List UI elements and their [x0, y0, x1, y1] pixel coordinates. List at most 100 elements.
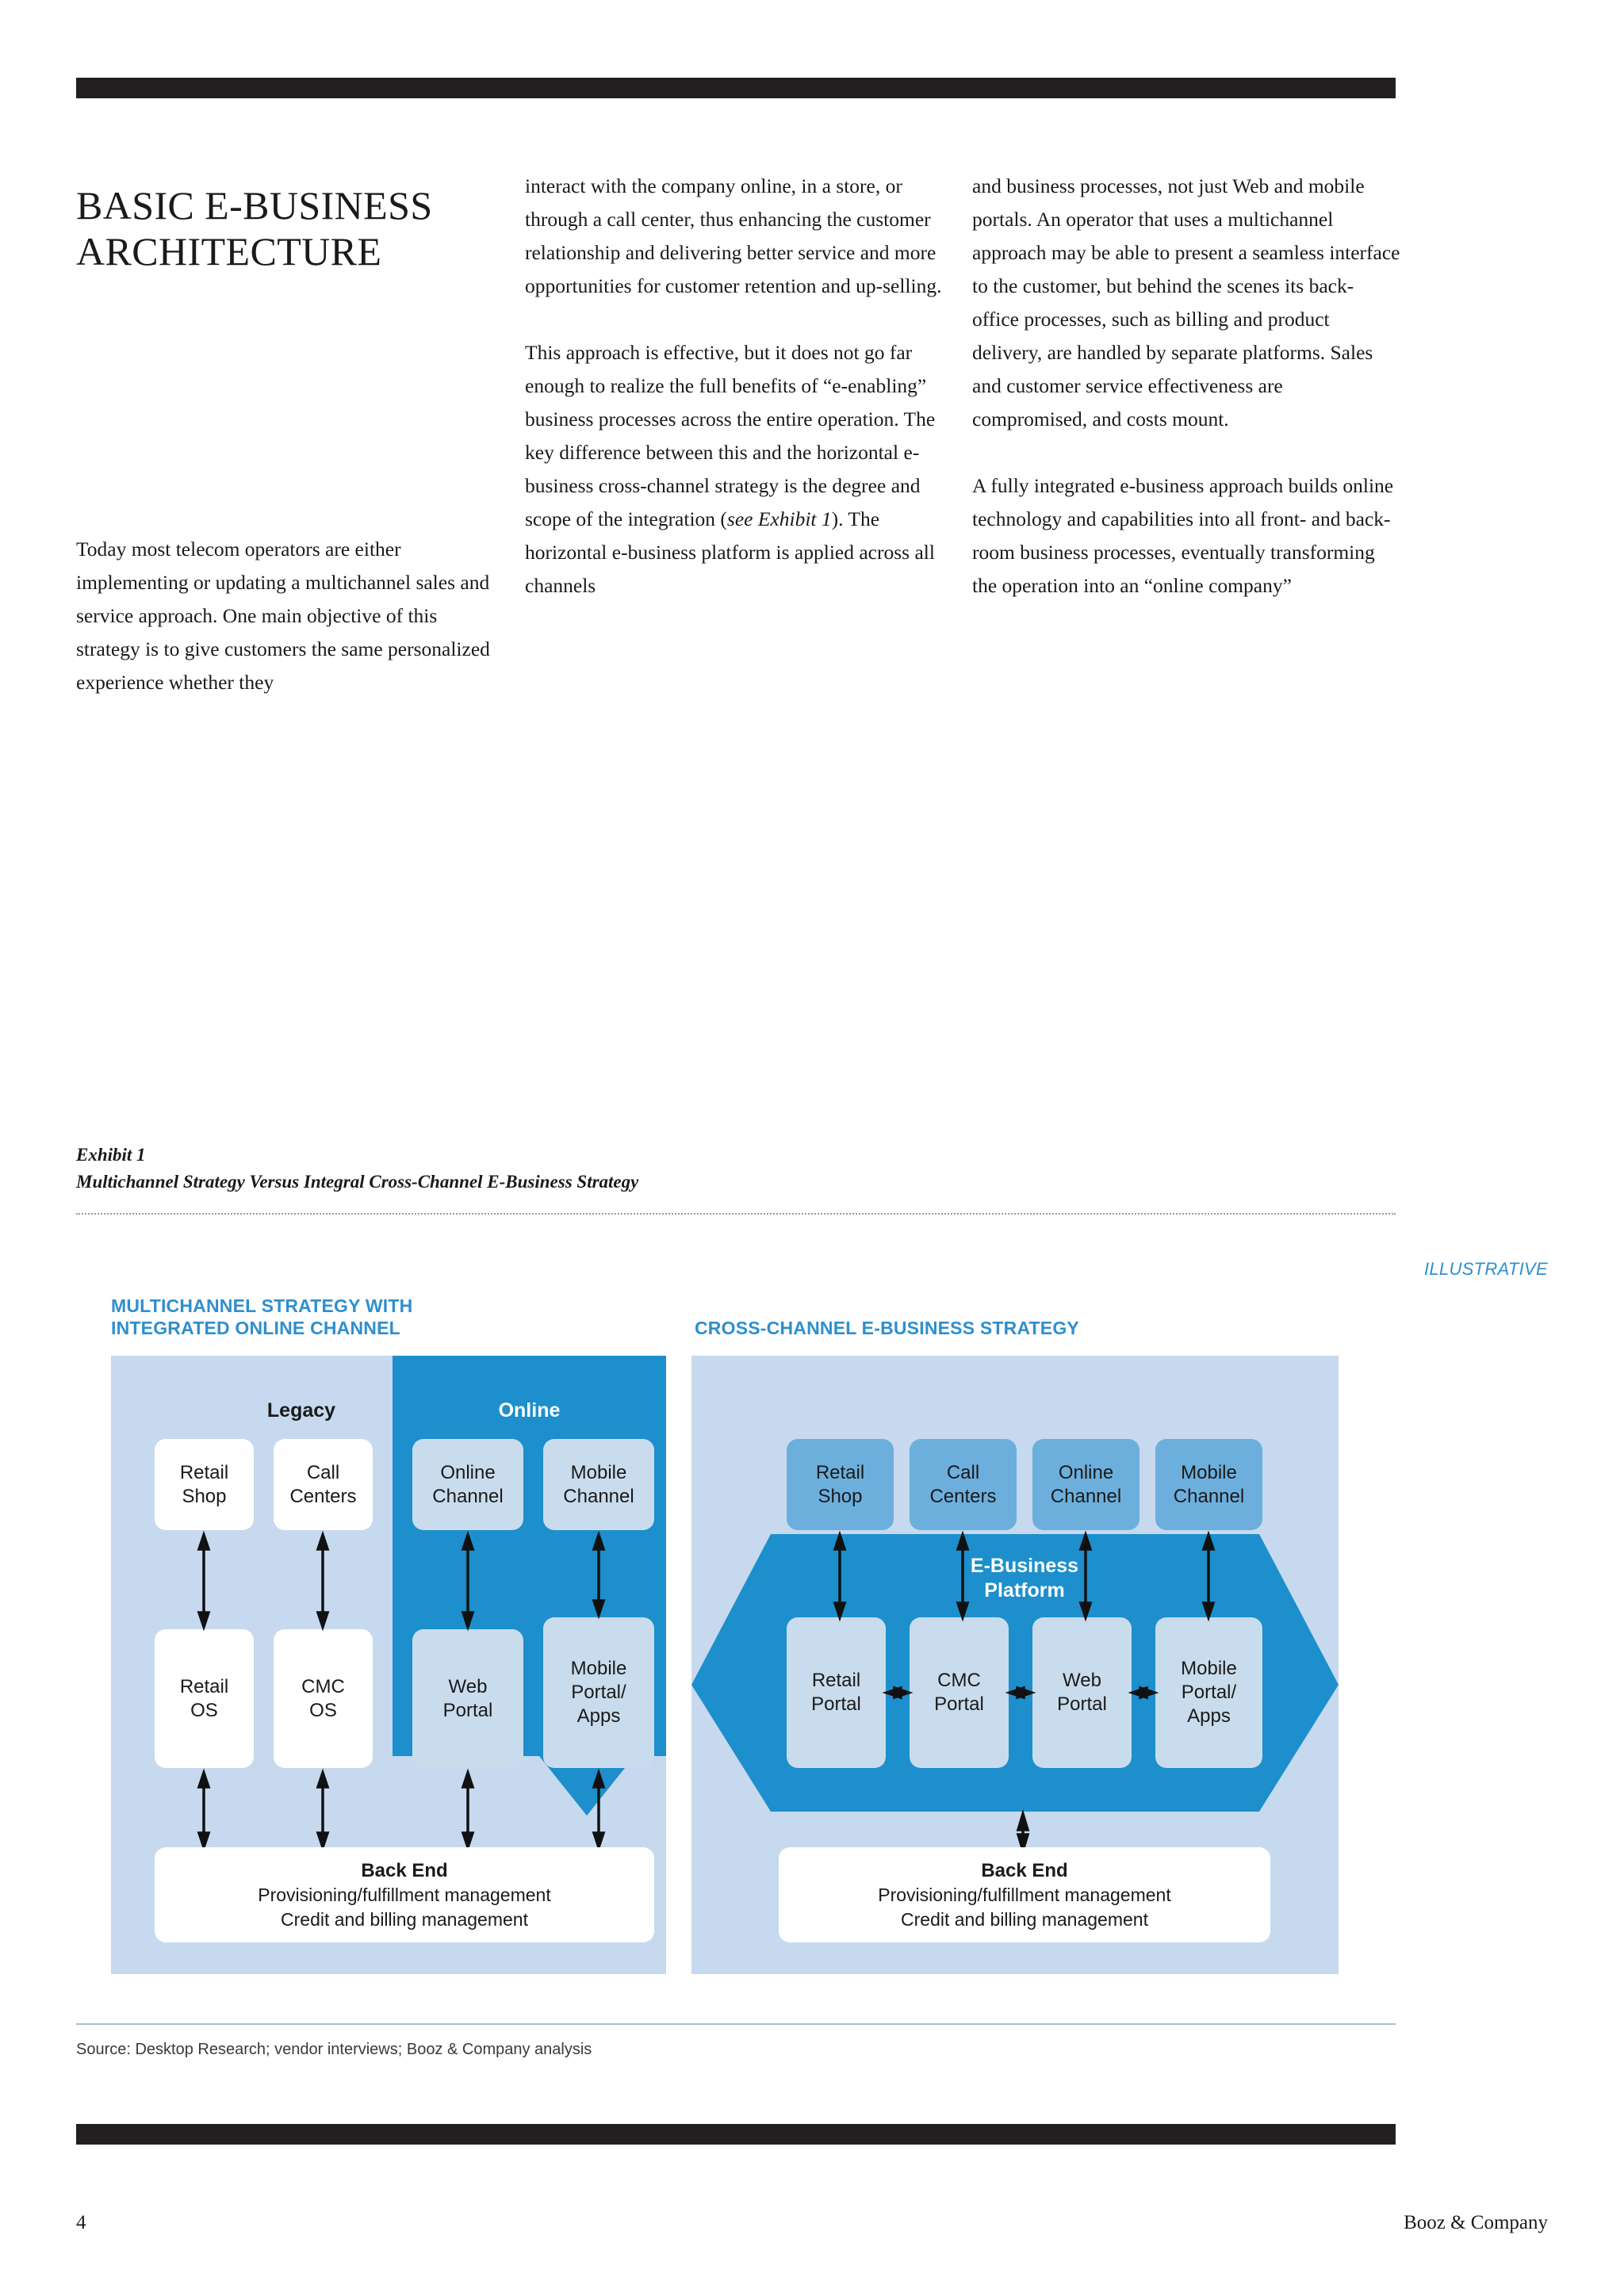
box-line-1: Retail: [815, 1461, 865, 1483]
box-back-end[interactable]: Back End Provisioning/fulfillment manage…: [779, 1847, 1270, 1942]
box-line-2: Shop: [182, 1485, 227, 1507]
box-line-2: Portal: [1057, 1693, 1107, 1715]
group-label-online: Online: [498, 1399, 561, 1422]
box-label: Web Portal: [1057, 1669, 1107, 1716]
box-label: CMC Portal: [934, 1669, 984, 1716]
box-retail-shop[interactable]: Retail Shop: [787, 1439, 894, 1530]
box-mobile-portal-apps[interactable]: Mobile Portal/ Apps: [1155, 1617, 1262, 1768]
platform-line-1: E-Business: [970, 1555, 1079, 1577]
box-line-1: Retail: [179, 1675, 229, 1697]
box-line-1: Retail: [811, 1670, 861, 1691]
box-line-1: Online: [440, 1461, 496, 1483]
box-label: Retail Portal: [811, 1669, 861, 1716]
box-line-1: Mobile: [1181, 1658, 1237, 1679]
box-line-2: OS: [190, 1699, 218, 1721]
box-line-1: Online: [1058, 1461, 1114, 1483]
right-diagram-panel: E-Business Platform Retail Shop Call Cen…: [691, 1356, 1339, 1974]
left-diagram-header-line-2: INTEGRATED ONLINE CHANNEL: [111, 1318, 400, 1338]
page-title-line-1: BASIC E-BUSINESS: [76, 182, 433, 228]
box-cmc-os[interactable]: CMC OS: [274, 1629, 373, 1768]
page-number: 4: [76, 2212, 86, 2233]
body-column-1: Today most telecom operators are either …: [76, 533, 504, 699]
box-label: Online Channel: [1051, 1461, 1121, 1509]
box-line-1: Mobile: [570, 1658, 627, 1679]
box-retail-portal[interactable]: Retail Portal: [787, 1617, 886, 1768]
box-call-centers[interactable]: Call Centers: [910, 1439, 1017, 1530]
paragraph: This approach is effective, but it does …: [525, 336, 953, 603]
source-rule: [76, 2023, 1396, 2025]
group-label-legacy: Legacy: [266, 1399, 336, 1422]
box-line-2: Portal: [934, 1693, 984, 1715]
italic-exhibit-ref: Exhibit 1: [757, 507, 832, 530]
box-line-2: Portal/: [571, 1682, 626, 1703]
box-line-3: Apps: [1187, 1705, 1231, 1727]
paragraph-part: ). The horizontal e-business platform is…: [525, 507, 935, 597]
back-end-line-1: Provisioning/fulfillment management: [878, 1884, 1171, 1905]
left-diagram-header: MULTICHANNEL STRATEGY WITH INTEGRATED ON…: [111, 1295, 587, 1339]
paragraph-part: This approach is effective, but it does …: [525, 341, 936, 530]
box-line-2: Portal: [811, 1693, 861, 1715]
box-line-1: CMC: [937, 1670, 981, 1691]
exhibit-caption: Exhibit 1 Multichannel Strategy Versus I…: [76, 1142, 1396, 1196]
box-line-2: Portal: [442, 1699, 493, 1721]
exhibit-title: Multichannel Strategy Versus Integral Cr…: [76, 1172, 639, 1192]
bottom-rule: [76, 2124, 1396, 2145]
back-end-line-2: Credit and billing management: [281, 1908, 528, 1930]
box-online-channel[interactable]: Online Channel: [1032, 1439, 1139, 1530]
box-line-2: Channel: [432, 1485, 504, 1507]
box-line-2: OS: [309, 1699, 337, 1721]
box-label: Mobile Portal/ Apps: [1181, 1657, 1237, 1728]
box-line-2: Centers: [929, 1485, 997, 1507]
box-line-1: Call: [306, 1461, 340, 1483]
exhibit-dotted-rule: [76, 1213, 1396, 1215]
box-mobile-channel[interactable]: Mobile Channel: [1155, 1439, 1262, 1530]
box-line-1: Retail: [179, 1461, 229, 1483]
back-end-line-1: Provisioning/fulfillment management: [258, 1884, 551, 1905]
box-line-1: Web: [1063, 1670, 1101, 1691]
box-web-portal[interactable]: Web Portal: [412, 1629, 523, 1768]
paragraph: interact with the company online, in a s…: [525, 174, 942, 297]
box-line-1: Mobile: [570, 1461, 627, 1483]
box-label: Retail Shop: [180, 1461, 228, 1509]
box-label: Online Channel: [432, 1461, 503, 1509]
box-online-channel[interactable]: Online Channel: [412, 1439, 523, 1530]
platform-line-2: Platform: [984, 1579, 1065, 1601]
box-label: Web Portal: [443, 1675, 493, 1723]
top-rule: [76, 78, 1396, 98]
paragraph: A fully integrated e-business approach b…: [972, 474, 1394, 597]
box-line-2: Channel: [1050, 1485, 1122, 1507]
box-label: Mobile Channel: [1174, 1461, 1244, 1509]
box-label: Call Centers: [289, 1461, 356, 1509]
box-label: Mobile Channel: [563, 1461, 634, 1509]
italic-see: see: [726, 507, 753, 530]
box-mobile-channel[interactable]: Mobile Channel: [543, 1439, 654, 1530]
box-mobile-portal-apps[interactable]: Mobile Portal/ Apps: [543, 1617, 654, 1768]
page-title: BASIC E-BUSINESS ARCHITECTURE: [76, 182, 520, 274]
box-line-1: Web: [448, 1675, 488, 1697]
box-label: Mobile Portal/ Apps: [571, 1657, 627, 1728]
box-web-portal[interactable]: Web Portal: [1032, 1617, 1132, 1768]
box-call-centers[interactable]: Call Centers: [274, 1439, 373, 1530]
right-arrows-icon: [833, 1530, 1216, 1856]
box-line-2: Centers: [289, 1485, 357, 1507]
paragraph: Today most telecom operators are either …: [76, 538, 490, 694]
back-end-title: Back End: [981, 1859, 1068, 1881]
box-line-2: Channel: [563, 1485, 634, 1507]
box-cmc-portal[interactable]: CMC Portal: [910, 1617, 1009, 1768]
footer-brand: Booz & Company: [1404, 2212, 1548, 2233]
e-business-platform-label: E-Business Platform: [929, 1554, 1120, 1603]
box-retail-shop[interactable]: Retail Shop: [155, 1439, 254, 1530]
box-label: Call Centers: [929, 1461, 996, 1509]
source-note: Source: Desktop Research; vendor intervi…: [76, 2041, 592, 2058]
box-line-2: Portal/: [1181, 1682, 1237, 1703]
box-retail-os[interactable]: Retail OS: [155, 1629, 254, 1768]
box-back-end[interactable]: Back End Provisioning/fulfillment manage…: [155, 1847, 654, 1942]
left-diagram-header-line-1: MULTICHANNEL STRATEGY WITH: [111, 1295, 413, 1316]
box-line-3: Apps: [576, 1705, 621, 1727]
box-label: CMC OS: [301, 1675, 345, 1723]
box-label: Retail Shop: [816, 1461, 864, 1509]
paragraph: and business processes, not just Web and…: [972, 174, 1400, 430]
exhibit-number: Exhibit 1: [76, 1145, 146, 1165]
box-label: Retail OS: [180, 1675, 228, 1723]
